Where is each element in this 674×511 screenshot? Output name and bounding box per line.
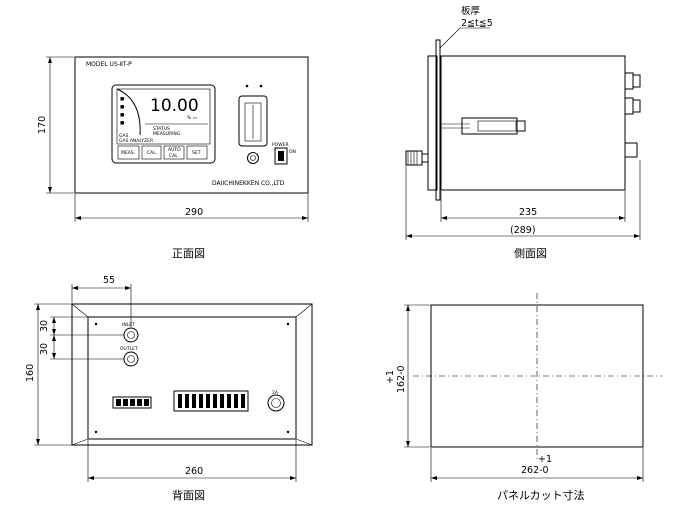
back-outer-case <box>71 303 313 446</box>
terminal-block-large <box>173 390 249 412</box>
front-view: MODEL US-ⅡT-P ■- ■- ■- ■- 10.00 % ▭ STAT… <box>37 56 309 260</box>
auto-cal-button <box>163 145 185 160</box>
back-caption: 背面図 <box>172 488 205 502</box>
flowmeter-tube <box>244 102 262 142</box>
display-unit: % ▭ <box>187 115 197 121</box>
flow-knob-center <box>250 155 256 161</box>
status-label: STATUS <box>153 126 170 132</box>
outlet-fitting-base <box>624 97 634 115</box>
svg-text:■-: ■- <box>120 105 126 110</box>
port-offset-value: 55 <box>103 275 115 286</box>
set-button <box>186 145 208 160</box>
display-indicators: ■- ■- ■- ■- <box>120 97 126 126</box>
back-panel <box>87 316 297 440</box>
side-caption: 側面図 <box>514 247 547 260</box>
flow-knob <box>247 152 259 164</box>
display-screen <box>116 88 211 145</box>
meas-button-label: MEAS. <box>121 150 135 156</box>
inlet-label: INLET <box>122 322 135 328</box>
rear-power-box <box>624 142 638 158</box>
plate-thickness-range: 2≦t≦5 <box>461 18 493 29</box>
terminal-block-small <box>112 396 152 409</box>
fuse-label: 2A <box>272 390 279 396</box>
back-height-value: 160 <box>25 364 36 382</box>
indicator-dot-left <box>245 84 249 88</box>
inlet-fitting <box>632 74 641 88</box>
cal-button-label: CAL. <box>147 150 157 156</box>
svg-text:■-: ■- <box>120 121 126 126</box>
inlet-fitting-base <box>624 72 634 90</box>
front-height-value: 170 <box>37 116 48 134</box>
gas-label-1: GAS <box>119 133 129 139</box>
cal-button <box>141 145 162 160</box>
front-bezel-side <box>427 55 438 191</box>
display-curve <box>116 88 141 136</box>
flowmeter-frame <box>238 95 268 147</box>
front-caption: 正面図 <box>172 247 205 260</box>
side-depth-value: 235 <box>519 207 537 218</box>
side-view: 板厚 2≦t≦5 235 (289 <box>405 5 641 260</box>
outlet-fitting <box>632 99 641 113</box>
svg-text:■-: ■- <box>120 97 126 102</box>
front-width-value: 290 <box>185 207 203 218</box>
sensor-element <box>477 120 517 132</box>
plate-leader <box>439 27 461 49</box>
cutout-height-value: 162-0 <box>396 365 407 393</box>
power-switch <box>274 147 288 165</box>
svg-text:■-: ■- <box>120 113 126 118</box>
set-button-label: SET <box>192 150 201 156</box>
back-width-value: 260 <box>185 466 203 477</box>
fuse-holder <box>267 394 285 412</box>
power-switch-lever <box>278 151 284 161</box>
port-pitch-value-2: 30 <box>39 343 50 355</box>
cutout-width-value: 262-0 <box>521 465 549 476</box>
cutout-width-tolerance: +1 <box>538 454 552 465</box>
cutout-view: +1 162-0 +1 262-0 パネルカット寸法 <box>385 293 662 502</box>
sensor-cap <box>516 120 526 132</box>
auto-cal-label-2: CAL <box>169 153 178 159</box>
sensor-holder <box>461 117 518 135</box>
inlet-port <box>123 327 139 343</box>
port-pitch-value-1: 30 <box>39 320 50 332</box>
indicator-dot-right <box>259 84 263 88</box>
cutout-height-tolerance: +1 <box>385 370 396 384</box>
case-body <box>440 55 626 191</box>
gas-analyzer-label: GAS ANALYZER <box>119 138 153 144</box>
meas-button <box>117 145 140 160</box>
knob-shaft <box>421 153 429 163</box>
front-model-label: MODEL US-ⅡT-P <box>86 61 132 68</box>
display-value: 10.00 <box>150 96 199 116</box>
display-bezel <box>111 84 216 164</box>
auto-cal-label-1: AUTO <box>168 147 181 153</box>
on-label: ON <box>289 149 296 155</box>
outlet-label: OUTLET <box>120 346 138 352</box>
measuring-label: MEASURING <box>153 131 181 137</box>
cutout-caption: パネルカット寸法 <box>497 488 585 502</box>
plate-thickness-label: 板厚 <box>461 5 481 17</box>
front-panel-outline <box>74 56 309 194</box>
outlet-port <box>123 351 139 367</box>
mounting-panel <box>435 39 441 201</box>
side-total-value: (289) <box>510 225 536 236</box>
back-view: INLET OUTLET 2A <box>25 275 313 502</box>
maker-label: DAIICHINEKKEN CO.,LTD <box>212 180 285 187</box>
power-label: POWER <box>272 142 289 148</box>
